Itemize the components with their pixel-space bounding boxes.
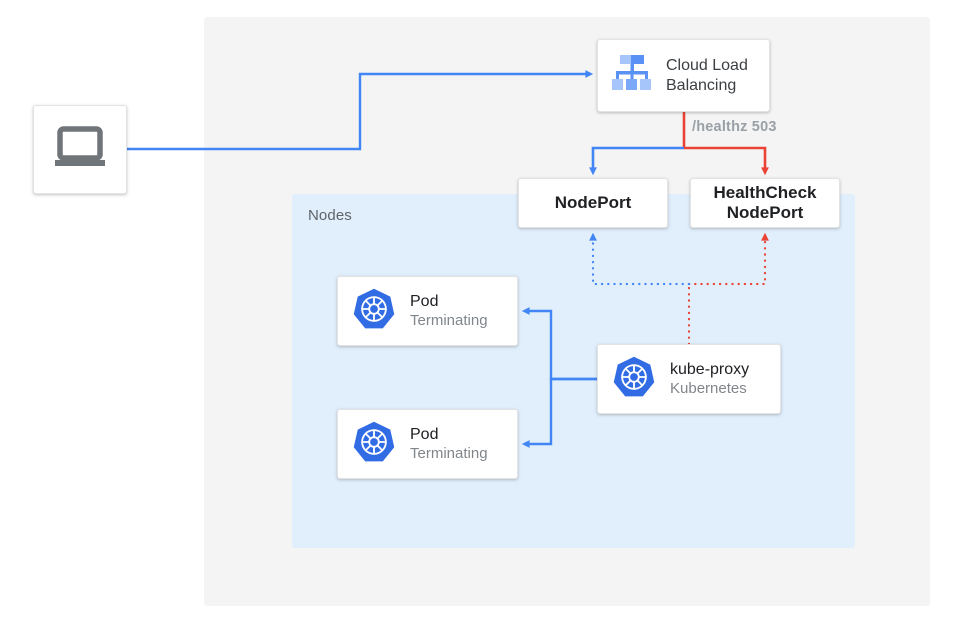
kube-proxy-subtitle: Kubernetes	[670, 379, 747, 397]
healthcheck-nodeport-node[interactable]: HealthCheck NodePort	[690, 178, 840, 228]
pod-1-labels: Pod Terminating	[410, 292, 488, 331]
cloud-load-balancing-node[interactable]: Cloud Load Balancing	[597, 39, 770, 112]
cloud-load-balancing-icon	[610, 53, 654, 98]
nodes-panel-label: Nodes	[308, 207, 352, 224]
pod-2-title: Pod	[410, 425, 439, 443]
kube-proxy-node[interactable]: kube-proxy Kubernetes	[597, 344, 781, 414]
pod-node-1[interactable]: Pod Terminating	[337, 276, 518, 346]
pod-1-subtitle: Terminating	[410, 311, 488, 329]
pod-2-labels: Pod Terminating	[410, 425, 488, 464]
healthcheck-nodeport-label: HealthCheck NodePort	[714, 183, 817, 224]
laptop-icon	[52, 125, 108, 174]
cloud-load-balancing-title-line1: Cloud Load	[666, 56, 748, 74]
cloud-load-balancing-labels: Cloud Load Balancing	[666, 56, 748, 96]
kubernetes-icon	[612, 355, 656, 404]
nodeport-label: NodePort	[554, 192, 632, 212]
kube-proxy-title: kube-proxy	[670, 360, 750, 378]
nodeport-node[interactable]: NodePort	[518, 178, 668, 228]
kube-proxy-labels: kube-proxy Kubernetes	[670, 360, 749, 399]
cloud-load-balancing-title-line2: Balancing	[666, 76, 737, 94]
pod-node-2[interactable]: Pod Terminating	[337, 409, 518, 479]
healthz-edge-label: /healthz 503	[692, 119, 777, 135]
pod-2-subtitle: Terminating	[410, 444, 488, 462]
kubernetes-icon	[352, 420, 396, 469]
kubernetes-icon	[352, 287, 396, 336]
client-node[interactable]	[33, 105, 127, 194]
healthcheck-nodeport-label-line1: HealthCheck	[713, 182, 817, 202]
healthcheck-nodeport-label-line2: NodePort	[726, 203, 804, 222]
pod-1-title: Pod	[410, 292, 439, 310]
